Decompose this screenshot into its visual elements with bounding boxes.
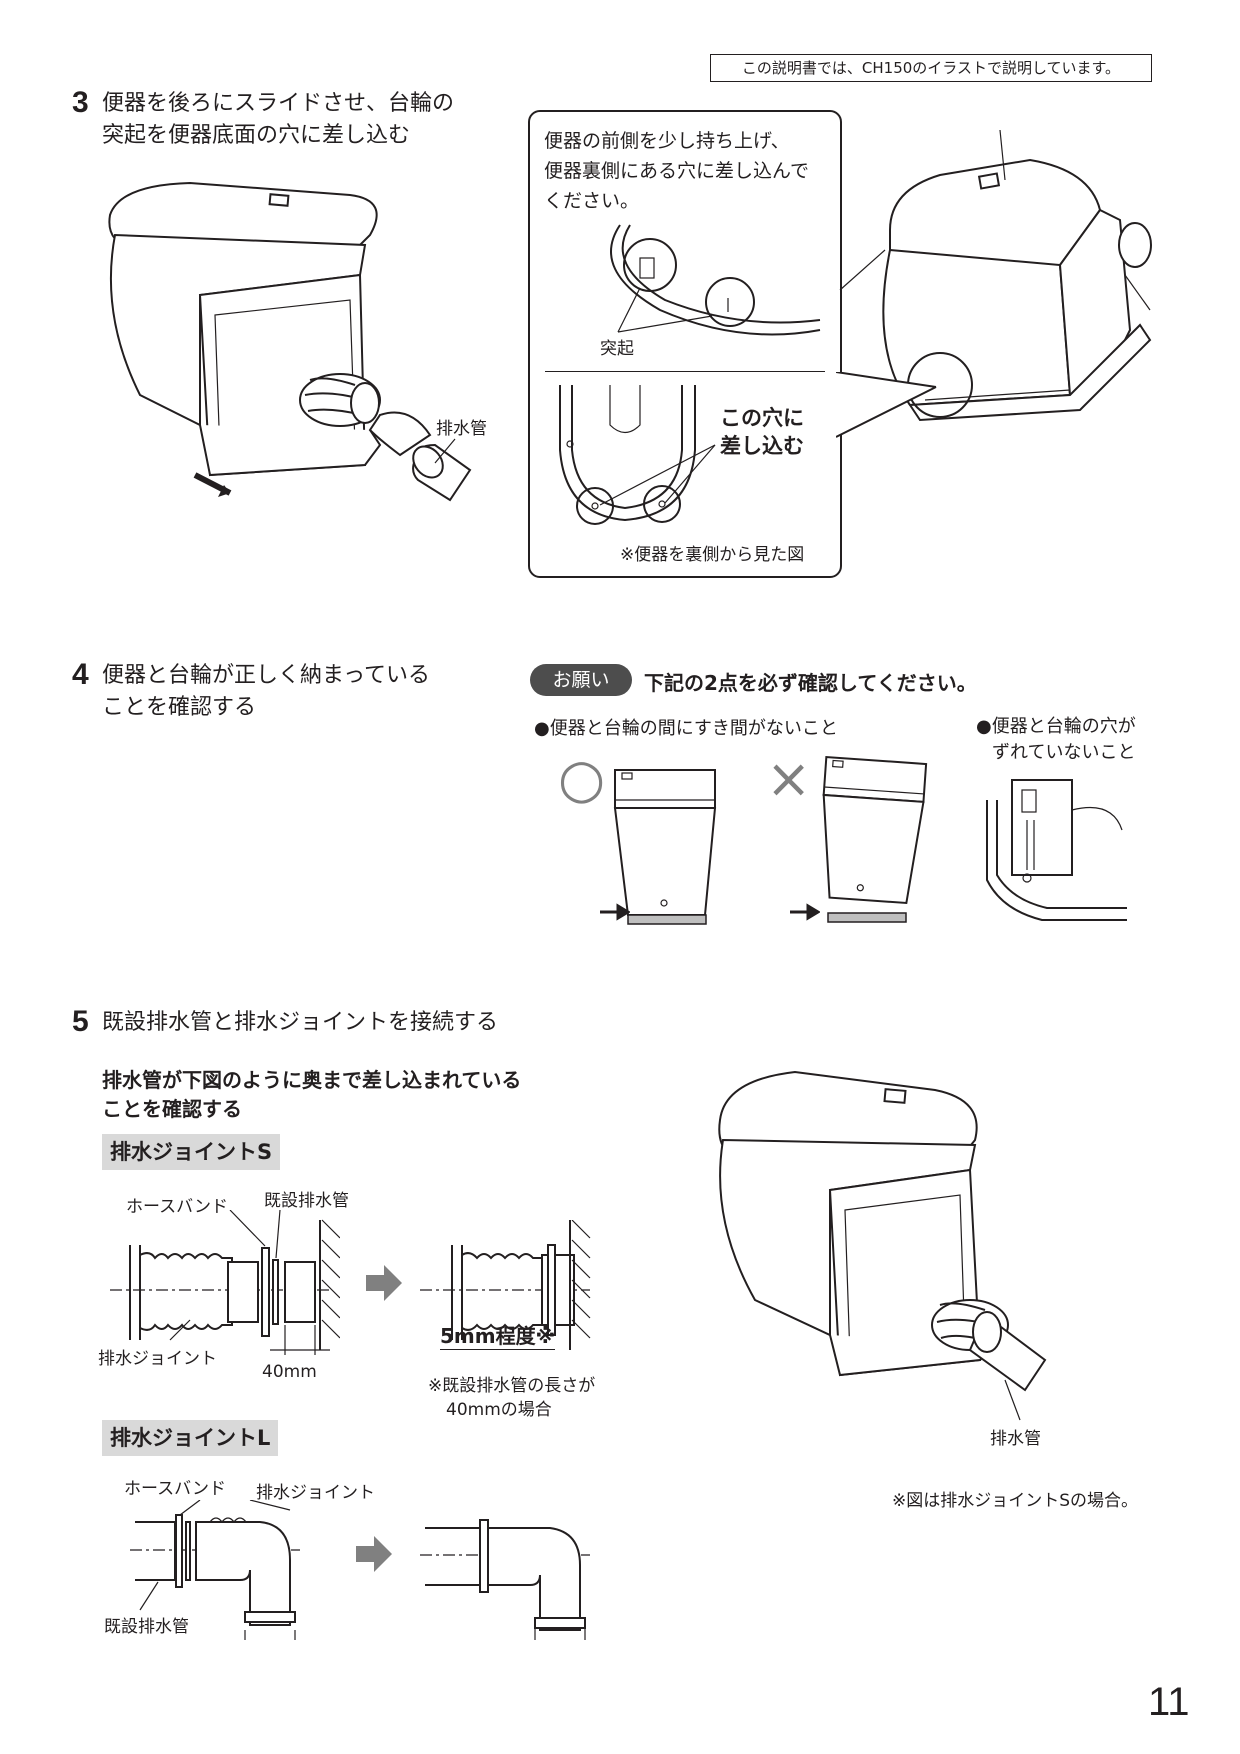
step-3-line2: 突起を便器底面の穴に差し込む <box>102 123 411 148</box>
step-4-line1: 便器と台輪が正しく納まっている <box>102 663 431 688</box>
joint-s-hose-band-label: ホースバンド <box>126 1197 228 1217</box>
check2-line1: ●便器と台輪の穴が <box>976 716 1136 737</box>
step-5-sub-line1: 排水管が下図のように奥まで差し込まれている <box>102 1068 522 1092</box>
dim-5mm: 5mm程度※ <box>440 1320 556 1350</box>
check2-line2: ずれていないこと <box>992 742 1136 763</box>
callout-divider <box>545 371 825 372</box>
protrusion-label: 突起 <box>600 339 634 359</box>
ng-arrow <box>790 903 820 921</box>
joint-l-drain-joint-label: 排水ジョイント <box>256 1483 375 1503</box>
ng-mark: × <box>766 747 812 810</box>
check-holes-aligned: ●便器と台輪の穴が ずれていないこと <box>976 714 1136 766</box>
ok-mark: ○ <box>558 747 606 810</box>
detail-callout <box>528 110 842 578</box>
joint-s-before-diagram <box>110 1210 340 1355</box>
drain-leader-line <box>434 438 456 464</box>
callout-instructions: 便器の前側を少し持ち上げ、 便器裏側にある穴に差し込んで ください。 <box>544 126 834 216</box>
insert-line2: 差し込む <box>720 434 804 458</box>
dim-40mm: 40mm <box>262 1362 317 1382</box>
step-5-sub-line2: ことを確認する <box>102 1097 242 1121</box>
step-4-number: 4 <box>72 658 89 691</box>
existing-drain-pipe <box>412 443 472 502</box>
joint-s-label: 排水ジョイントS <box>102 1134 281 1170</box>
step-3-drain-label: 排水管 <box>436 419 487 439</box>
joint-s-drain-joint-label: 排水ジョイント <box>98 1349 217 1369</box>
step-5-drain-label: 排水管 <box>990 1429 1041 1449</box>
figure-note: ※図は排水ジョイントSの場合。 <box>892 1491 1139 1511</box>
joint-l-hose-band-label: ホースバンド <box>124 1479 226 1499</box>
check-no-gap: ●便器と台輪の間にすき間がないこと <box>534 718 838 739</box>
request-text: 下記の2点を必ず確認してください。 <box>644 671 977 695</box>
header-note: この説明書では、CH150のイラストで説明しています。 <box>710 54 1152 82</box>
joint-s-note-line1: ※既設排水管の長さが <box>428 1376 596 1396</box>
insert-leader-lines <box>599 444 716 506</box>
insert-line1: この穴に <box>720 406 804 430</box>
toilet-angled-illustration <box>839 129 1152 422</box>
toilet-correct-fit <box>613 769 717 925</box>
step-4-line2: ことを確認する <box>102 695 257 720</box>
back-view-detail <box>559 385 696 525</box>
step-5-subtext: 排水管が下図のように奥まで差し込まれている ことを確認する <box>102 1066 521 1124</box>
callout-line3: ください。 <box>544 190 640 212</box>
insert-hole-label: この穴に 差し込む <box>720 404 804 460</box>
joint-s-note: ※既設排水管の長さが 40mmの場合 <box>428 1374 595 1422</box>
callout-line2: 便器裏側にある穴に差し込んで <box>544 160 810 182</box>
callout-pointer <box>836 372 937 438</box>
step-5-number: 5 <box>72 1005 89 1038</box>
joint-l-arrow <box>356 1536 392 1572</box>
toilet-drain-connected-illustration <box>718 1070 1047 1421</box>
toilet-slide-illustration <box>108 181 432 497</box>
step-5-title: 既設排水管と排水ジョイントを接続する <box>102 1010 499 1035</box>
step-3-number: 3 <box>72 86 89 119</box>
joint-l-before-diagram <box>130 1500 300 1640</box>
joint-s-existing-pipe-label: 既設排水管 <box>264 1191 349 1211</box>
hole-alignment-detail <box>986 779 1127 921</box>
callout-line1: 便器の前側を少し持ち上げ、 <box>544 130 790 152</box>
step-3-line1: 便器を後ろにスライドさせ、台輪の <box>102 91 455 116</box>
joint-s-after-diagram <box>420 1220 591 1350</box>
joint-s-note-line2: 40mmの場合 <box>446 1400 552 1420</box>
back-view-note: ※便器を裏側から見た図 <box>620 545 805 565</box>
joint-l-after-diagram <box>420 1519 590 1640</box>
toilet-incorrect-fit <box>822 755 928 923</box>
protrusion-detail <box>610 224 821 336</box>
request-badge: お願い <box>530 664 632 696</box>
joint-s-arrow <box>366 1265 402 1301</box>
joint-l-label: 排水ジョイントL <box>102 1420 279 1456</box>
ok-arrow <box>600 903 630 921</box>
page-number: 11 <box>1148 1680 1190 1724</box>
joint-l-existing-pipe-label: 既設排水管 <box>104 1617 189 1637</box>
